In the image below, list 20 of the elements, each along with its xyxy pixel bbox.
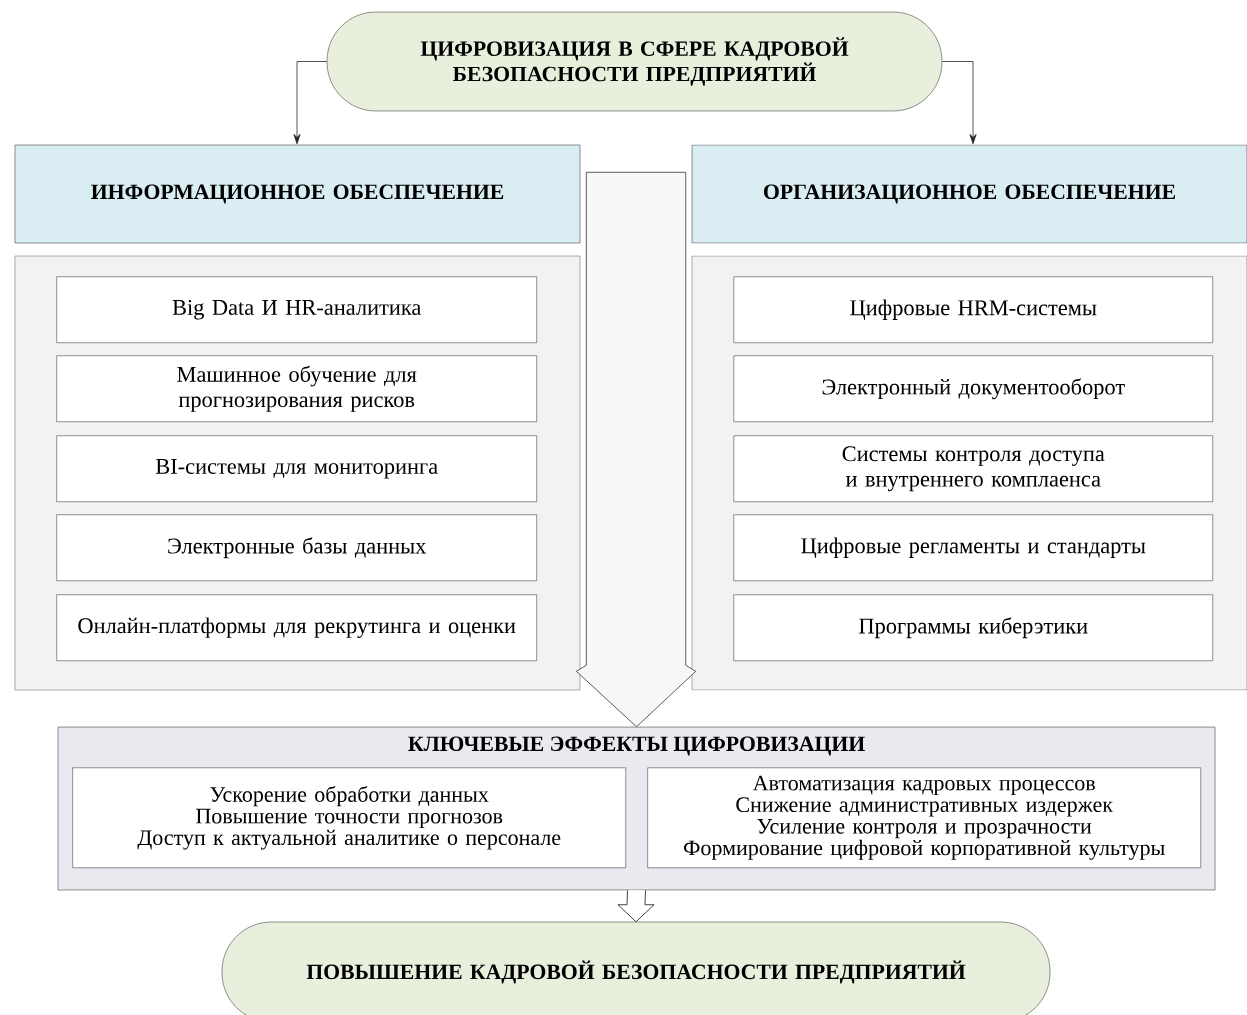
block-arrow bbox=[617, 889, 655, 923]
arrow bbox=[293, 61, 328, 145]
funnel-arrow bbox=[575, 171, 697, 728]
header-box: ОРГАНИЗАЦИОННОЕ ОБЕСПЕЧЕНИЕ bbox=[691, 144, 1247, 244]
item-box: Электронные базы данных bbox=[56, 514, 537, 581]
item-box: Онлайн-платформы для рекрутинга и оценки bbox=[56, 594, 537, 661]
item-box: Машинное обучение для прогнозирования рисков bbox=[56, 355, 537, 422]
item-box: Цифровые регламенты и стандарты bbox=[733, 514, 1213, 581]
arrow bbox=[941, 61, 977, 145]
rounded-terminal-box: ЦИФРОВИЗАЦИЯ В СФЕРЕ КАДРОВОЙ БЕЗОПАСНОСТИ ПРЕДПРИЯТИЙ bbox=[326, 11, 943, 112]
rounded-terminal-box: ПОВЫШЕНИЕ КАДРОВОЙ БЕЗОПАСНОСТИ ПРЕДПРИЯТИЙ bbox=[221, 921, 1051, 1015]
item-box: Системы контроля доступа и внутреннего комплаенса bbox=[733, 435, 1213, 502]
header-box: ИНФОРМАЦИОННОЕ ОБЕСПЕЧЕНИЕ bbox=[14, 144, 581, 244]
item-box: Программы киберэтики bbox=[733, 594, 1213, 661]
effect-box: Автоматизация кадровых процессов Снижение административных издержек Усиление контроля и прозрачности Формирование цифровой корпоративной культуры bbox=[647, 767, 1201, 869]
effect-box: Ускорение обработки данных Повышение точности прогнозов Доступ к актуальной аналитике о персонале bbox=[72, 767, 626, 869]
item-box: BI-системы для мониторинга bbox=[56, 435, 537, 502]
item-box: Цифровые HRM-системы bbox=[733, 276, 1213, 343]
item-box: Big Data И HR-аналитика bbox=[56, 276, 537, 343]
item-box: Электронный документооборот bbox=[733, 355, 1213, 422]
